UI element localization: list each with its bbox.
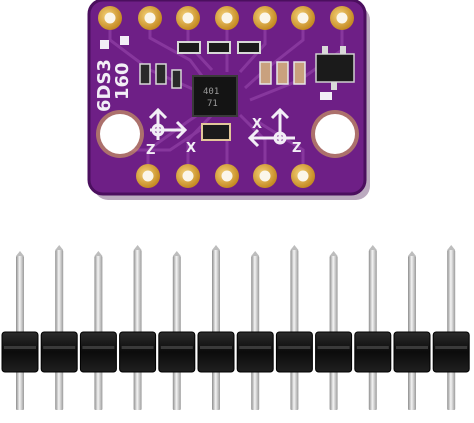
pin-tip — [16, 251, 24, 256]
header-housing-block — [393, 331, 431, 373]
header-housing-block — [1, 331, 39, 373]
mounting-holes — [96, 110, 359, 158]
voltage-regulator — [315, 46, 355, 100]
axis-symbol-left — [148, 107, 188, 140]
header-housing-block — [315, 331, 353, 373]
header-housing-block — [354, 331, 392, 373]
smd-capacitor — [155, 63, 167, 85]
model-text-line2: 6DS3 — [94, 59, 115, 112]
pin-tip — [251, 251, 260, 256]
smd-capacitor — [171, 69, 182, 89]
pin-tip — [408, 251, 416, 256]
chip-marking-line2: 71 — [207, 99, 218, 109]
header-housing-block — [119, 331, 157, 373]
header-housing-block — [40, 331, 78, 373]
smd-capacitor — [293, 61, 306, 85]
header-housing-block — [236, 331, 274, 373]
pin-tip — [290, 245, 299, 250]
smd-capacitor — [276, 61, 289, 85]
bottom-pad-row — [136, 164, 315, 188]
axis-label-left-x: X — [186, 141, 196, 156]
top-pad-row — [98, 6, 354, 30]
header-housing-block — [432, 331, 470, 373]
pin-tip — [329, 251, 338, 256]
pin-tip — [94, 251, 103, 256]
smd-resistor — [177, 41, 201, 54]
header-housing-block — [79, 331, 117, 373]
smd-components-left — [139, 63, 182, 89]
axis-label-right-z: Z — [292, 141, 301, 156]
pin-tip — [212, 245, 220, 250]
chip-marking-line1: 401 — [203, 87, 219, 97]
axis-label-right-x: X — [252, 117, 262, 132]
axis-symbol-right — [247, 107, 295, 148]
header-pin — [368, 250, 377, 410]
smd-capacitor — [139, 63, 151, 85]
pin-tip — [172, 251, 181, 256]
header-pin — [133, 250, 142, 410]
smd-components-right — [259, 61, 306, 85]
pin-tip — [55, 245, 64, 250]
smd-capacitor — [259, 61, 272, 85]
header-pin — [212, 250, 220, 410]
header-pin — [290, 250, 299, 410]
pin-header — [1, 245, 470, 410]
header-housing-block — [158, 331, 196, 373]
pin-tip — [133, 245, 142, 250]
header-housing-block — [275, 331, 313, 373]
breakout-board: 160 6DS3 — [87, 0, 370, 200]
model-text-line1: 160 — [112, 62, 133, 100]
sensor-chip: 401 71 — [192, 75, 238, 117]
smd-components-top — [177, 41, 261, 54]
pin-tip — [368, 245, 377, 250]
silk-marker — [120, 36, 129, 45]
pin-tip — [447, 245, 456, 250]
axis-label-left-z: Z — [146, 143, 155, 158]
smd-resistor — [237, 41, 261, 54]
header-pin — [55, 250, 64, 410]
smd-resistor — [207, 41, 231, 54]
smd-component — [201, 123, 231, 141]
header-housing-block — [197, 331, 235, 373]
header-pin — [447, 250, 456, 410]
silk-marker — [100, 40, 109, 49]
